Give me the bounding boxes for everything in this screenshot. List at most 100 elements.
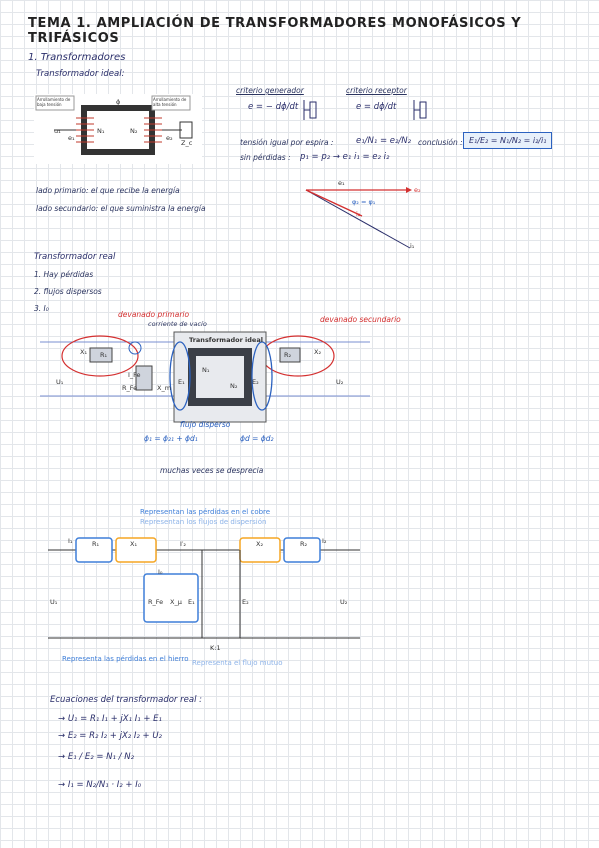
phasor-e1-label: e₁ bbox=[338, 179, 345, 187]
tag-left bbox=[35, 95, 75, 111]
circuit-r2: R₂ bbox=[284, 351, 292, 359]
equivalent-circuit bbox=[48, 537, 360, 639]
phasor-i2-label: i₂ bbox=[356, 210, 361, 218]
load-zc bbox=[179, 121, 193, 139]
eq-rfe: R_Fe bbox=[148, 598, 164, 606]
tension-eq: e₁/N₁ = e₂/N₂ bbox=[356, 136, 412, 146]
phi-eq-2: ϕd = ϕd₂ bbox=[240, 434, 274, 443]
eq-u2: U₂ bbox=[340, 598, 348, 606]
eq-r2: R₂ bbox=[300, 540, 308, 548]
circuit-n1: N₁ bbox=[202, 366, 210, 374]
eq-u1: U₁ bbox=[50, 598, 58, 606]
label-e2: e₂ bbox=[166, 134, 173, 142]
eq-i1: I₁ bbox=[68, 537, 73, 545]
devanado-secundario-label: devanado secundario bbox=[320, 315, 401, 324]
eq-x2: X₂ bbox=[256, 540, 264, 548]
label-phi: ϕ bbox=[116, 98, 121, 106]
eq-i2: I₂ bbox=[322, 537, 327, 545]
label-hierro: Representa las pérdidas en el hierro bbox=[62, 655, 189, 663]
circuit-rfe: R_Fe bbox=[122, 384, 138, 392]
circuit-u1: U₁ bbox=[56, 378, 64, 386]
equation-2: → E₂ = R₂ I₂ + jX₂ I₂ + U₂ bbox=[58, 731, 162, 741]
phi-eq-1: ϕ₁ = ϕ₂₁ + ϕd₁ bbox=[144, 434, 198, 443]
real-item-1: 1. Hay pérdidas bbox=[34, 270, 94, 279]
tag-low-voltage: Arrollamiento de baja tensión bbox=[37, 97, 71, 107]
criterio-generador: criterio generador bbox=[236, 86, 304, 95]
phasor-i1-label: i₁ bbox=[410, 242, 415, 250]
sin-perdidas-eq: p₁ = p₂ → e₁ i₁ = e₂ i₂ bbox=[300, 152, 390, 162]
equation-4: → I₁ = N₂/N₁ · I₂ + I₀ bbox=[58, 780, 142, 790]
flujo-disperso-label: flujo disperso bbox=[180, 420, 231, 429]
criterio-receptor: criterio receptor bbox=[346, 86, 407, 95]
label-u1: u₁ bbox=[54, 127, 61, 135]
section-heading-transformadores: 1. Transformadores bbox=[28, 52, 126, 63]
label-n1: N₁ bbox=[97, 127, 105, 135]
circuit-e2: E₂ bbox=[252, 378, 259, 386]
equations-heading: Ecuaciones del transformador real : bbox=[50, 695, 202, 705]
primary-winding bbox=[76, 117, 94, 143]
real-item-3: 3. I₀ bbox=[34, 304, 49, 313]
eq-e1: E₁ bbox=[188, 598, 195, 606]
equation-1: → U₁ = R₁ I₁ + jX₁ I₁ + E₁ bbox=[58, 714, 162, 724]
real-item-2: 2. flujos dispersos bbox=[34, 287, 102, 296]
conclusion-eq-box: E₁/E₂ = N₁/N₂ = i₂/i₁ bbox=[463, 132, 553, 149]
phasor-e2-label: e₂ bbox=[414, 186, 421, 194]
r2-box bbox=[279, 347, 301, 363]
equation-3: → E₁ / E₂ = N₁ / N₂ bbox=[58, 752, 134, 762]
x1-block bbox=[115, 537, 157, 563]
eq-i2p: I′₂ bbox=[180, 540, 186, 548]
page-title: TEMA 1. AMPLIACIÓN DE TRANSFORMADORES MO… bbox=[28, 16, 522, 46]
label-dispersion: Representan los flujos de dispersión bbox=[140, 518, 267, 526]
label-e1: e₁ bbox=[68, 134, 75, 142]
real-transformer-circuit bbox=[40, 331, 370, 423]
ideal-transformer-diagram: Arrollamiento de baja tensión Arrollamie… bbox=[34, 94, 202, 164]
core-frame bbox=[81, 105, 155, 155]
tension-label: tensión igual por espira : bbox=[240, 138, 334, 147]
lado-primario: lado primario: el que recibe la energía bbox=[36, 186, 180, 195]
eq-generador: e = − dϕ/dt bbox=[248, 102, 299, 112]
sin-perdidas-label: sin pérdidas : bbox=[240, 153, 291, 162]
conclusion-label: conclusión : bbox=[418, 138, 463, 147]
ideal-transformer-svg bbox=[35, 95, 193, 155]
box-title: Transformador ideal bbox=[189, 336, 263, 344]
eq-i0: I₀ bbox=[158, 568, 163, 576]
shunt-block bbox=[143, 573, 199, 623]
devanado-primario-label: devanado primario bbox=[118, 310, 190, 319]
primary-ellipse bbox=[61, 335, 139, 377]
label-n2: N₂ bbox=[130, 127, 138, 135]
subheading-ideal: Transformador ideal: bbox=[36, 69, 125, 79]
circuit-x1: X₁ bbox=[80, 348, 88, 356]
r1-box bbox=[89, 347, 113, 363]
tag-right bbox=[151, 95, 191, 111]
io-circle bbox=[128, 341, 142, 355]
lado-secundario: lado secundario: el que suministra la en… bbox=[36, 204, 206, 213]
circuit-x2: X₂ bbox=[314, 348, 322, 356]
eq-ratio: K:1 bbox=[210, 644, 221, 652]
circuit-ife: I_Fe bbox=[128, 371, 141, 379]
generador-symbol bbox=[303, 100, 317, 120]
tag-high-voltage: Arrollamiento de alta tensión bbox=[153, 97, 187, 107]
label-zc: Z_c bbox=[181, 139, 193, 147]
eq-xmu: X_μ bbox=[170, 598, 182, 606]
eq-receptor: e = dϕ/dt bbox=[356, 102, 397, 112]
circuit-n2: N₂ bbox=[230, 382, 238, 390]
phasor-i1 bbox=[305, 189, 411, 249]
corriente-vacio-label: corriente de vacío bbox=[148, 320, 207, 328]
flux-left bbox=[169, 341, 191, 411]
phasor-diagram bbox=[305, 187, 412, 249]
circuit-xm: X_m bbox=[157, 384, 172, 392]
r1-block bbox=[75, 537, 113, 563]
phasor-i2 bbox=[305, 189, 363, 217]
phasor-angle-label: φ₂ = φ₁ bbox=[352, 198, 376, 206]
circuit-r1: R₁ bbox=[100, 351, 108, 359]
label-cobre: Representan las pérdidas en el cobre bbox=[140, 508, 271, 516]
circuit-u2: U₂ bbox=[336, 378, 344, 386]
circuit-e1: E₁ bbox=[178, 378, 185, 386]
eq-r1: R₁ bbox=[92, 540, 100, 548]
flux-right bbox=[251, 341, 273, 411]
ideal-core bbox=[188, 348, 252, 406]
r2-block bbox=[283, 537, 321, 563]
secondary-winding bbox=[144, 117, 162, 143]
label-mutuo: Representa el flujo mutuo bbox=[192, 659, 283, 667]
muchas-veces-label: muchas veces se desprecia bbox=[160, 466, 264, 475]
